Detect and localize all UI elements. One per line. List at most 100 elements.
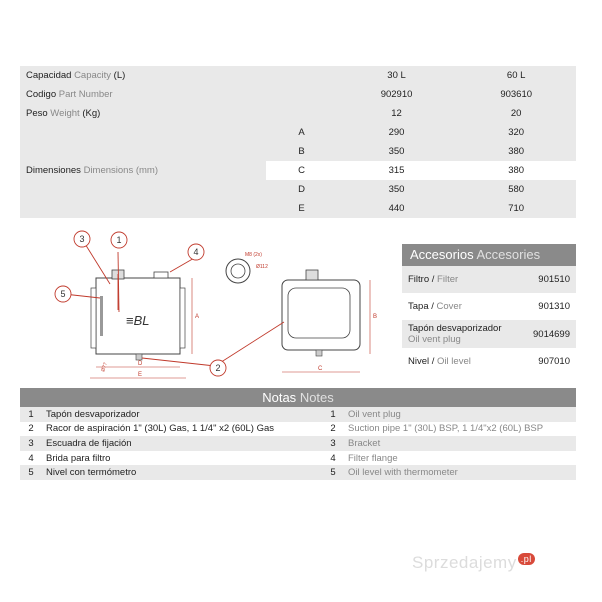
dim-key: B [266,142,337,161]
watermark-text: Sprzedajemy [412,553,517,572]
accessory-name-es: Filtro [408,274,430,285]
dim-key: C [266,161,337,180]
accessory-code: 901310 [538,301,570,312]
spec-row-capacity: Capacidad Capacity (L) 30 L 60 L [20,66,576,85]
suction-pipe [135,353,143,361]
note-row: 5 Nivel con termómetro 5 Oil level with … [20,465,576,480]
note-text-en: Oil vent plug [344,407,576,422]
note-text-es: Racor de aspiración 1" (30L) Gas, 1 1/4"… [46,423,274,435]
accessories-title-es: Accesorios [410,247,474,262]
callout-5-label: 5 [60,289,65,299]
accessory-code: 901510 [538,274,570,285]
tank-side-inner [287,287,351,339]
dim-label-c: C [318,366,323,372]
callout-leader [169,256,197,273]
dim-row: B 350 380 [20,142,576,161]
callout-1 [110,231,128,249]
dim-label-b: B [373,314,377,320]
code-30: 902910 [336,85,457,104]
note-row: 2 Racor de aspiración 1" (30L) Gas, 1 1/… [20,422,576,437]
level-gauge [100,296,103,336]
dim-30: 350 [336,180,457,199]
dim-30: 350 [336,142,457,161]
code-label-es: Codigo [26,89,57,100]
note-text-es: Brida para filtro [46,452,111,464]
accessory-name-en: Filter [437,274,459,285]
watermark: Sprzedajemy.pl [412,553,535,573]
notes-header: Notas Notes [20,388,576,407]
callouts [54,230,285,377]
note-text-es: Tapón desvaporizador [42,407,322,422]
spec-row-code: Codigo Part Number 902910 903610 [20,85,576,104]
note-number: 3 [20,436,42,451]
accessory-name-es: Tapón desvaporizador [408,323,502,334]
dim-30: 315 [336,161,457,180]
dim-30: 290 [336,123,457,142]
note-text-es: Nivel con termómetro [42,465,322,480]
callout-3-label: 3 [79,234,84,244]
dim-label-a: A [195,314,199,320]
capacity-unit: (L) [113,70,126,81]
note-number-en: 4 [330,452,336,464]
note-text-en: Bracket [344,436,576,451]
dim-30: 440 [336,199,457,218]
accessory-name-en: Oil level [437,356,471,367]
accessory-code: 9014699 [533,328,570,340]
dim-key: D [266,180,337,199]
dim-label-e: E [138,372,142,378]
accessories-header: Accesorios Accesories [402,244,576,266]
accessory-name-en: Cover [436,301,462,312]
note-number: 1 [20,407,42,422]
dim-60: 710 [456,199,576,218]
note-row: 1 Tapón desvaporizador 1 Oil vent plug [20,407,576,422]
callout-4-label: 4 [193,247,198,257]
side-vent-plug [305,269,319,281]
code-60: 903610 [456,85,576,104]
callout-4 [187,243,205,261]
note-number: 4 [28,452,34,464]
label-d77: Ø77 [100,362,109,373]
datasheet: Capacidad Capacity (L) 30 L 60 L Codigo … [20,66,576,480]
dim-row: E 440 710 [20,199,576,218]
weight-30: 12 [336,104,457,123]
dims-label-en: Dimensions (mm) [83,165,158,176]
bracket [179,287,186,349]
note-text-en: Filter flange [348,452,398,464]
accessory-row: Filtro / Filter 901510 [402,266,576,293]
callout-5 [54,285,72,303]
dim-60: 380 [456,142,576,161]
code-label-en: Part Number [58,89,113,100]
note-text-en: Oil level with thermometer [344,465,576,480]
dim-row: Dimensiones Dimensions (mm) A 290 320 [20,123,576,218]
flange-detail-inner [230,263,246,279]
accessory-row: Nivel / Oil level 907010 [408,356,570,367]
weight-60: 20 [456,104,576,123]
note-row: 3 Escuadra de fijación 3 Bracket [20,436,576,451]
callout-leader [214,321,285,367]
callout-leader [117,251,120,313]
capacity-60: 60 L [456,66,576,85]
flange [153,271,169,279]
label-d112: Ø112 [256,264,268,270]
weight-unit: (Kg) [82,108,101,119]
capacity-label-en: Capacity [74,70,112,81]
note-number-en: 3 [322,436,344,451]
note-text-en: Suction pipe 1" (30L) BSP, 1 1/4"x2 (60L… [348,423,544,435]
capacity-30: 30 L [336,66,457,85]
accessory-name-en: Oil vent plug [408,334,461,345]
tank-front-view [95,277,181,355]
note-number-en: 5 [322,465,344,480]
accessories-title-en: Accesories [476,247,541,262]
callout-2 [209,359,227,377]
dim-key: A [266,123,337,142]
spec-row-weight: Peso Weight (Kg) 12 20 [20,104,576,123]
note-number-en: 2 [330,423,336,435]
notes-table: 1 Tapón desvaporizador 1 Oil vent plug 2… [20,407,576,480]
side-suction [315,349,323,357]
notes-title-es: Notas [262,390,297,405]
watermark-badge: .pl [517,553,535,565]
note-number-en: 1 [322,407,344,422]
accessory-row: Tapa / Cover 901310 [408,301,570,312]
dim-row: C 315 380 [20,161,576,180]
